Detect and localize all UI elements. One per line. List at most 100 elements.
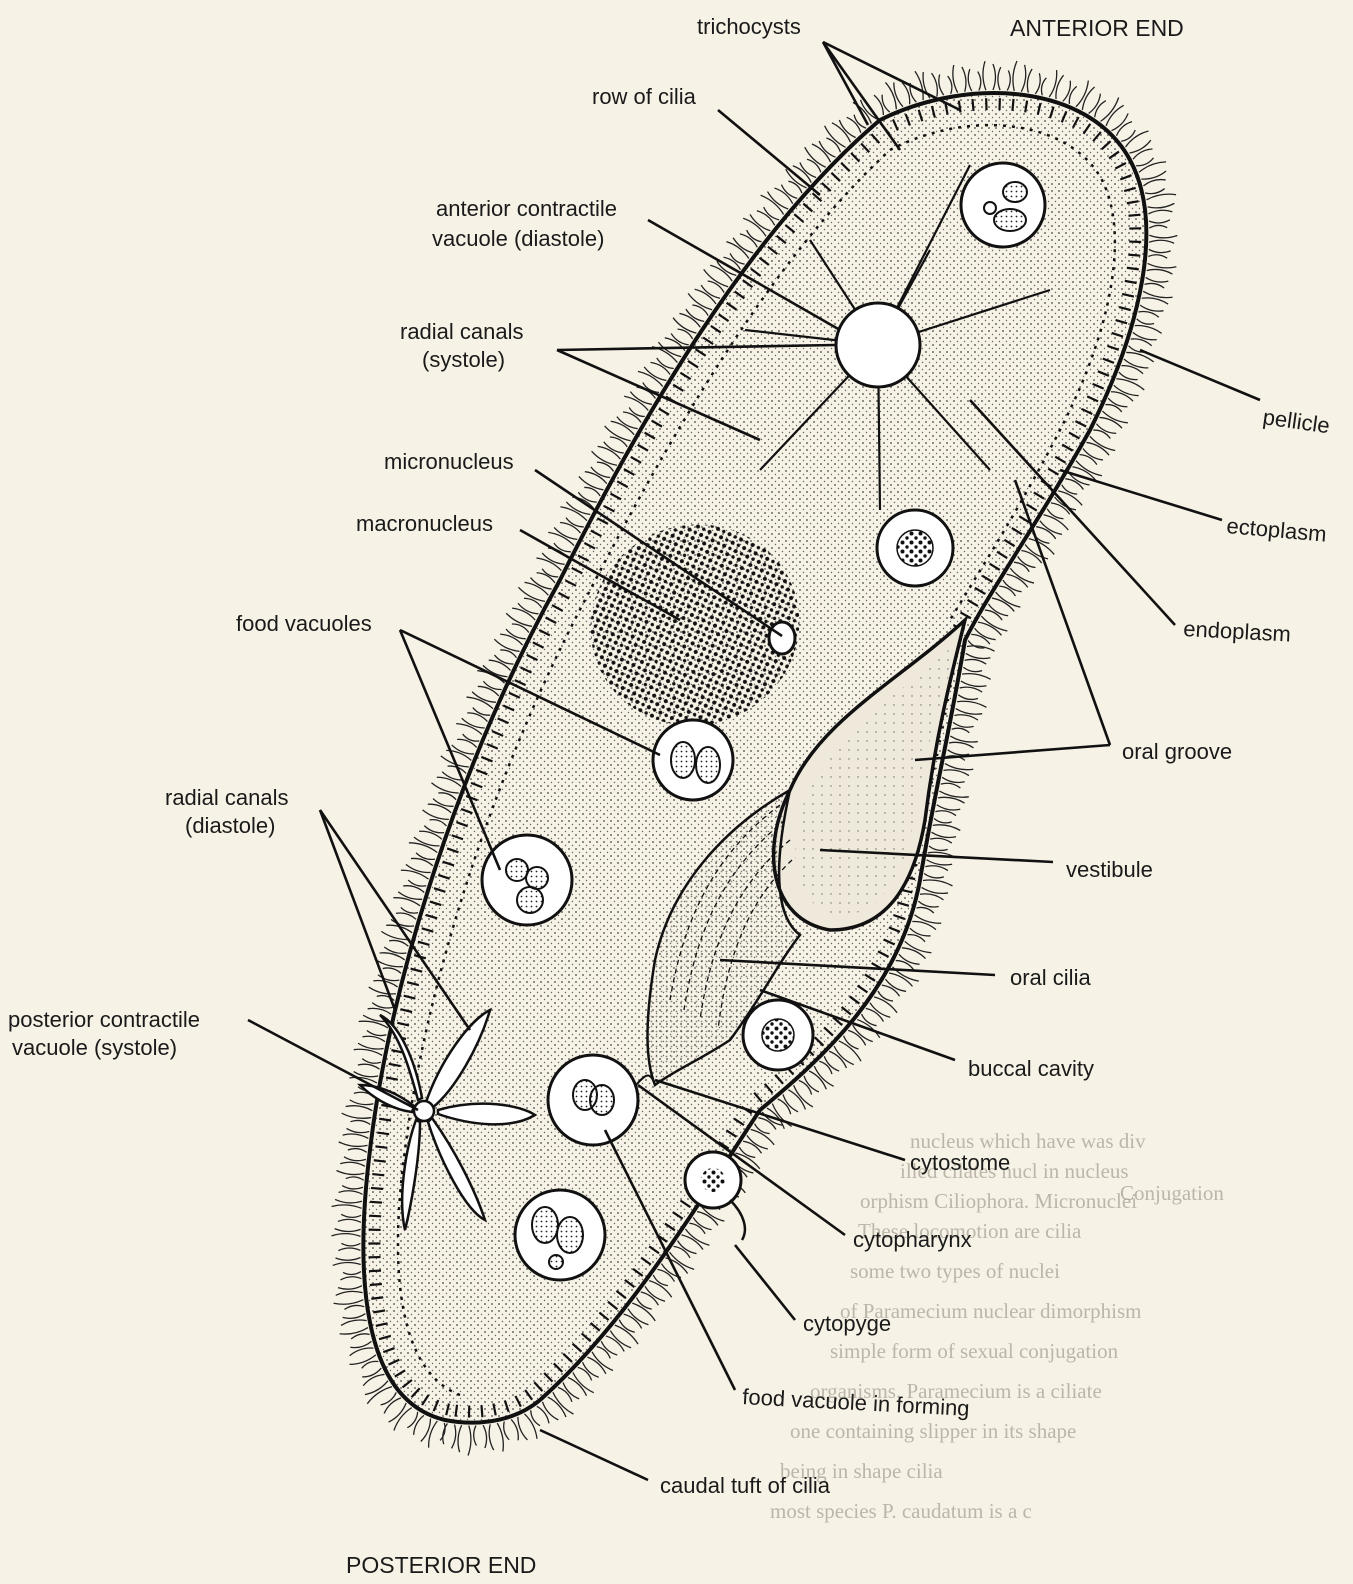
label-radial-canals-diastole-2: (diastole) — [185, 813, 275, 838]
cilium — [1036, 527, 1056, 539]
cilium — [343, 1134, 369, 1138]
cilium — [332, 1205, 362, 1208]
cilium — [343, 1272, 361, 1275]
label-micronucleus: micronucleus — [384, 449, 514, 474]
cilium — [934, 818, 952, 822]
cilium — [452, 1425, 456, 1449]
cilium — [1099, 417, 1122, 428]
cilium — [1146, 277, 1169, 282]
cilium — [965, 659, 987, 664]
micronucleus — [769, 622, 795, 654]
cilium — [1116, 122, 1132, 136]
cilium — [456, 724, 482, 735]
cilium — [1149, 225, 1167, 228]
label-ectoplasm: ectoplasm — [1226, 513, 1328, 547]
cilium — [931, 832, 956, 837]
cilium — [458, 1425, 462, 1452]
cilium — [1114, 385, 1139, 395]
cilium — [500, 634, 522, 645]
cilium — [518, 1417, 528, 1440]
cilium — [601, 1341, 617, 1355]
cilium — [511, 1419, 518, 1440]
cilium — [409, 843, 437, 853]
cilium — [783, 1094, 798, 1111]
cilium — [862, 1014, 877, 1026]
cilium — [993, 64, 996, 90]
cilium — [882, 985, 900, 996]
cilium — [585, 472, 607, 484]
cilium — [637, 1298, 652, 1310]
cilium — [346, 1106, 373, 1111]
food-vacuole-digesting — [877, 510, 953, 586]
food-vacuole-middle — [653, 720, 733, 800]
cilium — [674, 1246, 690, 1257]
cilium — [1096, 424, 1116, 434]
cilium — [443, 1424, 448, 1445]
cilium — [824, 1056, 839, 1071]
cilium — [757, 211, 775, 225]
cilium — [348, 1149, 367, 1153]
cilium — [468, 1426, 471, 1456]
cilium — [354, 1049, 382, 1055]
cilium — [472, 692, 496, 703]
cilium — [350, 1348, 374, 1356]
trichocyst-tick — [369, 1271, 381, 1272]
page-text-line: simple form of sexual conjugation — [830, 1339, 1119, 1363]
trichocyst-tick — [370, 1202, 382, 1203]
cilium — [781, 185, 797, 199]
label-anterior-contractile-vacuole-2: vacuole (diastole) — [432, 226, 604, 251]
trichocyst-tick — [371, 1297, 383, 1298]
trichocyst-tick — [374, 1160, 386, 1161]
cilium — [1141, 171, 1166, 179]
cilium — [927, 860, 953, 865]
cilium — [1111, 392, 1133, 401]
cilium — [598, 446, 621, 459]
cilium — [847, 117, 861, 133]
cilium — [336, 1291, 363, 1295]
cilium — [384, 1398, 401, 1414]
cilium — [923, 880, 953, 886]
cilium — [961, 681, 987, 686]
cilium — [848, 1030, 865, 1045]
cilium — [889, 973, 912, 986]
food-vacuole-left — [482, 835, 572, 925]
cilium — [524, 1414, 537, 1439]
cilium — [358, 1043, 383, 1049]
cilium — [922, 887, 948, 893]
cilium — [542, 553, 564, 564]
cilium — [1007, 70, 1010, 90]
cilium — [438, 793, 456, 800]
cilium — [963, 667, 982, 671]
cilium — [950, 736, 977, 742]
cilium — [341, 1214, 361, 1217]
cilium — [579, 476, 604, 489]
cilium — [604, 442, 624, 453]
label-endoplasm: endoplasm — [1183, 616, 1292, 647]
cilium — [339, 1191, 363, 1194]
cilium — [383, 968, 401, 973]
cilium — [1116, 379, 1144, 390]
cilium — [338, 1248, 360, 1251]
cilium — [844, 1036, 859, 1049]
cilium — [645, 1286, 665, 1301]
label-vestibule: vestibule — [1066, 857, 1153, 882]
cilium — [1003, 580, 1022, 592]
label-row-of-cilia: row of cilia — [592, 84, 697, 109]
cilium — [743, 1141, 761, 1153]
cilium — [506, 613, 532, 626]
cilium — [365, 1381, 388, 1395]
cilium — [939, 74, 944, 95]
cilium — [401, 870, 429, 879]
cilium — [1014, 562, 1029, 572]
cilium — [819, 1061, 832, 1074]
label-radial-canals-diastole: radial canals — [165, 785, 289, 810]
cilium — [344, 1305, 364, 1309]
cilium — [350, 1341, 371, 1347]
cilium — [999, 586, 1015, 596]
cilium — [338, 1286, 362, 1290]
cilium — [1137, 319, 1154, 324]
label-oral-cilia: oral cilia — [1010, 965, 1091, 990]
cilium — [885, 82, 896, 109]
cilium — [489, 660, 511, 670]
trichocyst-tick — [1128, 255, 1140, 256]
